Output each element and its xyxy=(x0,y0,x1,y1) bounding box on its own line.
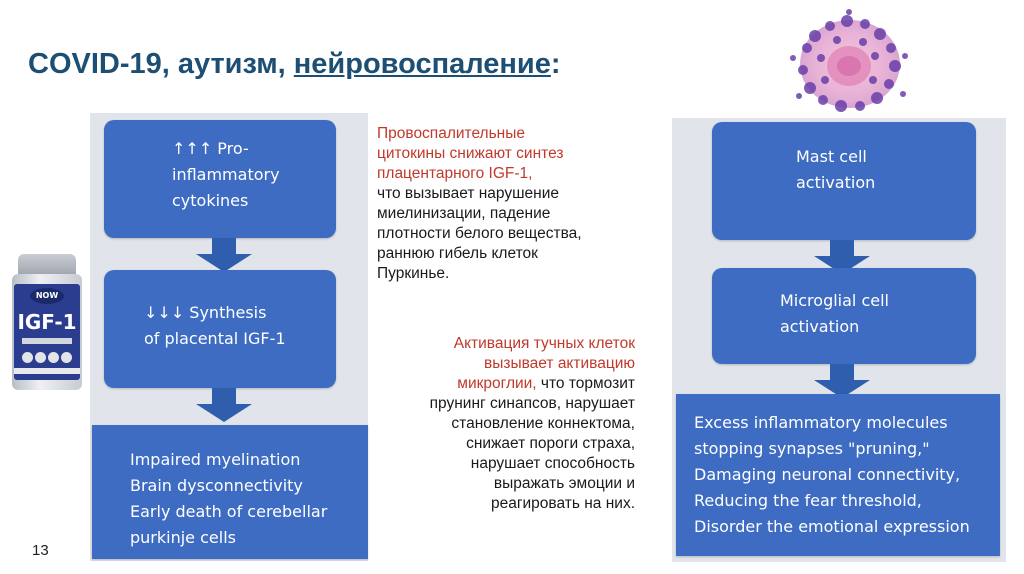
left-box1-line: cytokines xyxy=(172,188,280,214)
title-underlined: нейровоспаление xyxy=(294,48,551,80)
right-box2-line: Microglial cell xyxy=(780,288,889,314)
para2-mixed-black: что тормозит xyxy=(537,375,635,392)
para1-black-line: что вызывает нарушение xyxy=(377,184,582,204)
para2-black-line: реагировать на них. xyxy=(377,494,635,514)
left-box2-line: of placental IGF-1 xyxy=(144,326,286,352)
right-box1-line: activation xyxy=(796,170,875,196)
para1-red-line: цитокины снижают синтез xyxy=(377,144,582,164)
left-box3-line: Brain dysconnectivity xyxy=(130,473,327,499)
bottle-cap xyxy=(18,254,76,276)
left-box-cytokines: ↑↑↑ Pro- inflammatory cytokines xyxy=(104,120,336,238)
right-box3-line: Reducing the fear threshold, xyxy=(694,488,970,514)
para1-black-line: миелинизации, падение xyxy=(377,204,582,224)
supplement-bottle-image: NOW IGF-1 xyxy=(8,254,86,392)
middle-paragraph-1: Провоспалительные цитокины снижают синте… xyxy=(377,124,582,284)
left-box1-line: inflammatory xyxy=(172,162,280,188)
para1-black-line: раннюю гибель клеток xyxy=(377,244,582,264)
right-box3-line: stopping synapses "pruning," xyxy=(694,436,970,462)
para2-red-line: Активация тучных клеток xyxy=(377,334,635,354)
middle-paragraph-2: Активация тучных клеток вызывает активац… xyxy=(377,334,635,514)
left-box-outcomes: Impaired myelination Brain dysconnectivi… xyxy=(92,425,368,559)
para2-black-line: становление коннектома, xyxy=(377,414,635,434)
right-box-microglia: Microglial cell activation xyxy=(712,268,976,364)
right-box1-line: Mast cell xyxy=(796,144,875,170)
para1-red-line: плацентарного IGF-1, xyxy=(377,164,582,184)
right-box-outcomes: Excess inflammatory molecules stopping s… xyxy=(676,394,1000,556)
para2-black-line: снижает пороги страха, xyxy=(377,434,635,454)
para2-red-line: вызывает активацию xyxy=(377,354,635,374)
bottle-label-band xyxy=(22,338,72,344)
bottle-brand-text: NOW xyxy=(36,291,58,300)
bottle-brand: NOW xyxy=(30,288,64,304)
mast-cell-image xyxy=(785,8,915,120)
bottle-product-text: IGF-1 xyxy=(17,310,76,334)
title-colon: : xyxy=(551,48,561,80)
page-number: 13 xyxy=(32,542,49,559)
left-box-synthesis: ↓↓↓ Synthesis of placental IGF-1 xyxy=(104,270,336,388)
left-box3-line: purkinje cells xyxy=(130,525,327,551)
para1-black-line: плотности белого вещества, xyxy=(377,224,582,244)
bottle-label-sub xyxy=(14,368,80,374)
right-box3-line: Damaging neuronal connectivity, xyxy=(694,462,970,488)
left-box3-line: Early death of cerebellar xyxy=(130,499,327,525)
para1-red-line: Провоспалительные xyxy=(377,124,582,144)
bottle-product: IGF-1 xyxy=(14,310,80,334)
left-box3-line: Impaired myelination xyxy=(130,447,327,473)
bottle-label-circles xyxy=(22,350,72,362)
slide-title: COVID-19, аутизм, нейровоспаление: xyxy=(28,48,561,81)
right-box2-line: activation xyxy=(780,314,889,340)
para2-black-line: прунинг синапсов, нарушает xyxy=(377,394,635,414)
left-box1-line: ↑↑↑ Pro- xyxy=(172,136,280,162)
right-box3-line: Excess inflammatory molecules xyxy=(694,410,970,436)
left-box2-line: ↓↓↓ Synthesis xyxy=(144,300,286,326)
right-box3-line: Disorder the emotional expression xyxy=(694,514,970,540)
title-main: COVID-19, аутизм, xyxy=(28,48,294,80)
right-box-mast-cell: Mast cell activation xyxy=(712,122,976,240)
para1-black-line: Пуркинье. xyxy=(377,264,582,284)
para2-mixed-line: микроглии, что тормозит xyxy=(377,374,635,394)
para2-mixed-red: микроглии, xyxy=(457,375,536,392)
para2-black-line: нарушает способность xyxy=(377,454,635,474)
para2-black-line: выражать эмоции и xyxy=(377,474,635,494)
